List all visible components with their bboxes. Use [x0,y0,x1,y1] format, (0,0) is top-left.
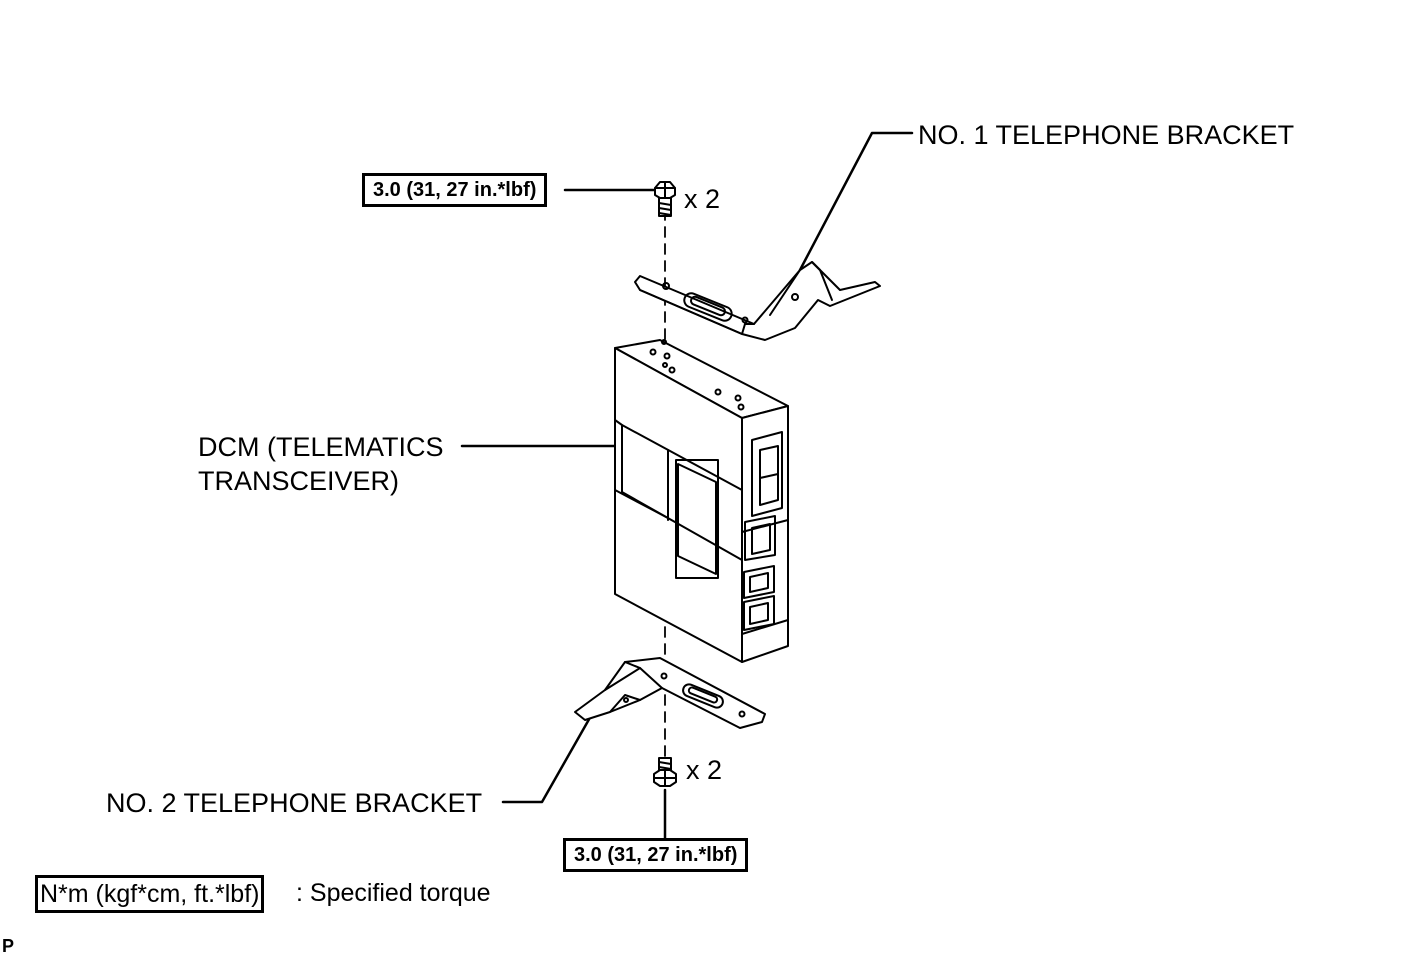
label-dcm-line2: TRANSCEIVER) [198,466,400,496]
leader-bracket1 [798,131,914,272]
leader-lines [460,131,914,840]
label-bracket-2: NO. 2 TELEPHONE BRACKET [106,788,483,818]
leader-bracket2 [501,698,602,804]
bottom-bolt [653,757,677,787]
label-qty-top: x 2 [684,184,721,214]
dcm-body [614,339,789,663]
legend-unit-box: N*m (kgf*cm, ft.*lbf) [35,875,265,913]
bracket-2-shape [574,657,766,729]
label-bracket-1: NO. 1 TELEPHONE BRACKET [918,120,1295,150]
legend-text: : Specified torque [296,879,491,907]
torque-spec-bottom: 3.0 (31, 27 in.*lbf) [563,838,749,872]
label-qty-bottom: x 2 [686,755,723,785]
bracket-1-shape [634,261,881,341]
torque-spec-top: 3.0 (31, 27 in.*lbf) [362,173,548,207]
label-dcm-line1: DCM (TELEMATICS [198,432,444,462]
top-bolt [654,181,676,217]
corner-mark: P [2,936,15,956]
